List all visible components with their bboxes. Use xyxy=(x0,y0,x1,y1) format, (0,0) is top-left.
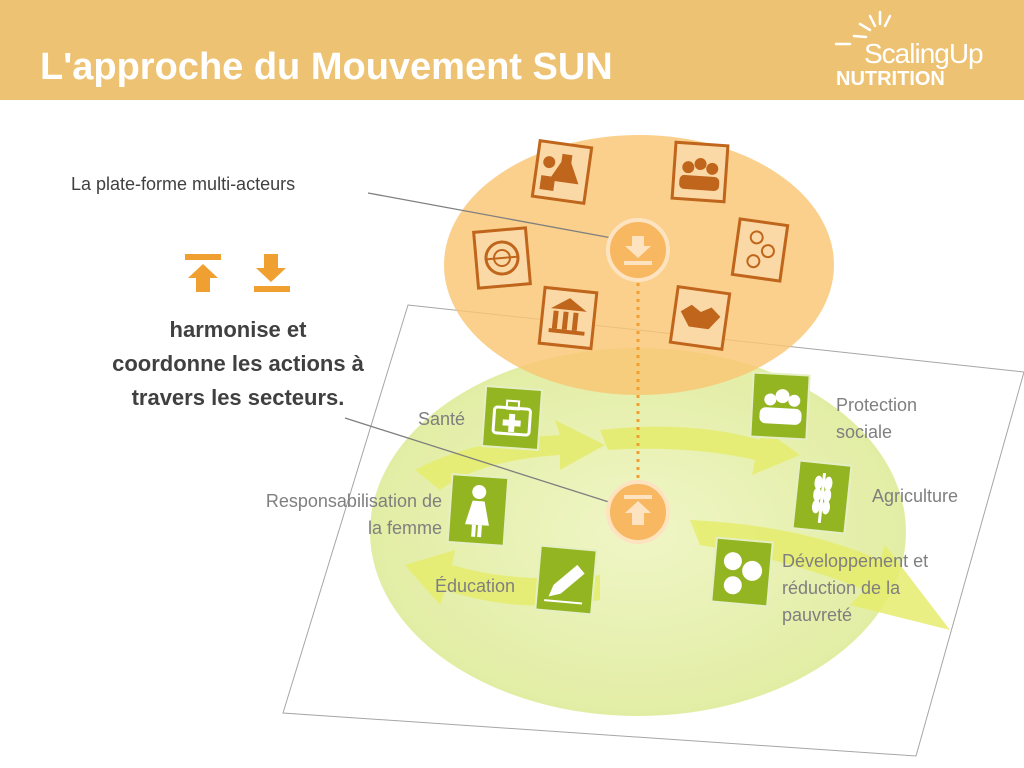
logo-nutrition-text: NUTRITION xyxy=(836,68,945,90)
handshake-icon xyxy=(668,284,732,352)
arrow-down-icon xyxy=(254,254,290,292)
sun-rays-icon xyxy=(834,10,892,46)
pencil-icon xyxy=(534,544,598,616)
sun-logo: ScalingUp NUTRITION xyxy=(832,10,1017,92)
people-icon xyxy=(749,371,811,441)
page-title: L'approche du Mouvement SUN xyxy=(40,46,613,88)
sector-label-sante: Santé xyxy=(418,409,466,429)
platform-hub-down-arrow-icon xyxy=(606,218,670,282)
sector-plane xyxy=(282,304,1024,757)
people-group-icon xyxy=(670,140,730,204)
platform-label: La plate-forme multi-acteurs xyxy=(71,174,296,194)
sectors-pointer-line xyxy=(344,417,613,504)
arrow-up-icon xyxy=(185,254,221,292)
coins-icon xyxy=(730,217,790,283)
wheat-icon xyxy=(791,459,853,535)
government-building-icon xyxy=(537,285,599,351)
sector-label-femme: Responsabilisation de la femme xyxy=(265,491,442,538)
woman-icon xyxy=(446,473,510,547)
sector-label-education: Éducation xyxy=(435,576,516,596)
platform-pointer-line xyxy=(367,192,613,239)
logo-scalingup-text: ScalingUp xyxy=(864,38,984,69)
un-emblem-icon xyxy=(472,226,532,290)
science-icon xyxy=(530,138,594,206)
main-description: harmonise et coordonne les actions à tra… xyxy=(112,317,364,410)
coins-icon xyxy=(710,536,774,608)
sector-label-agriculture: Agriculture xyxy=(872,486,959,506)
sectors-hub-up-arrow-icon xyxy=(606,480,670,544)
header-bar: L'approche du Mouvement SUN ScalingUp NU… xyxy=(0,0,1024,100)
first-aid-kit-icon xyxy=(480,385,544,451)
sector-label-developpement: Développement et réduction de la pauvret… xyxy=(782,551,929,625)
sector-label-protection-sociale: Protection sociale xyxy=(836,395,918,442)
